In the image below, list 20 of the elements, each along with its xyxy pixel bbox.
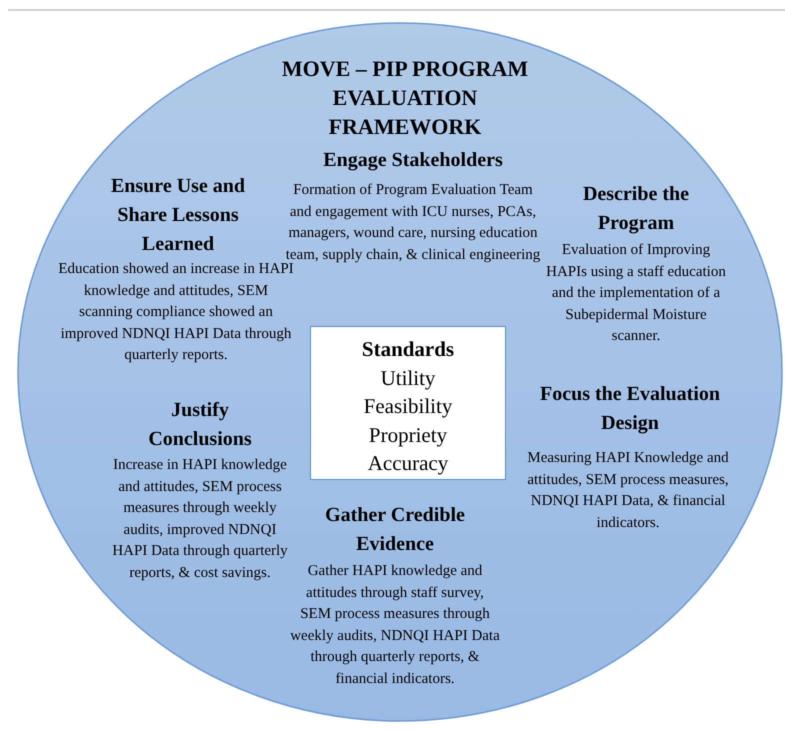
section-heading: Ensure Use and Share Lessons Learned xyxy=(110,174,246,257)
list-item: Accuracy xyxy=(366,450,450,477)
standards-box xyxy=(310,326,506,480)
section-description: Education showed an increase in HAPI knowledge and attitudes, SEM scanning compliance showed an improved NDNQI HAPI Data through quarterly reports. xyxy=(57,261,294,365)
section-description: Measuring HAPI Knowledge and attitudes, SEM process measures, NDNQI HAPI Data, & financial indicators. xyxy=(526,449,730,532)
box-heading: Standards xyxy=(360,336,456,363)
list-item: Utility xyxy=(380,364,436,392)
section-heading: Describe the Program xyxy=(582,182,690,236)
section-description: Gather HAPI knowledge and attitudes through staff survey, SEM process measures through weekly audits, NDNQI HAPI Data through quarterly reports, & financial indicators. xyxy=(290,562,500,688)
section-heading: Justify Conclusions xyxy=(147,398,253,452)
circle-background xyxy=(17,22,783,722)
section-heading: Gather Credible Evidence xyxy=(324,503,466,557)
section-description: Formation of Program Evaluation Team and engagement with ICU nurses, PCAs, managers, wound care, nursing education team, supply chain, & clinical engineering xyxy=(284,181,542,263)
list-item: Propriety xyxy=(368,422,448,448)
diagram-title: MOVE – PIP PROGRAM EVALUATION FRAMEWORK xyxy=(280,55,530,141)
section-description: Evaluation of Improving HAPIs using a staff education and the implementation of a Subepidermal Moisture scanner. xyxy=(545,241,727,346)
list-item: Feasibility xyxy=(362,393,454,420)
section-description: Increase in HAPI knowledge and attitudes, SEM process measures through weekly audits, improved NDNQI HAPI Data through quarterly reports, & cost savings. xyxy=(111,456,289,582)
section-heading: Engage Stakeholders xyxy=(322,148,504,173)
section-heading: Focus the Evaluation Design xyxy=(538,382,722,436)
